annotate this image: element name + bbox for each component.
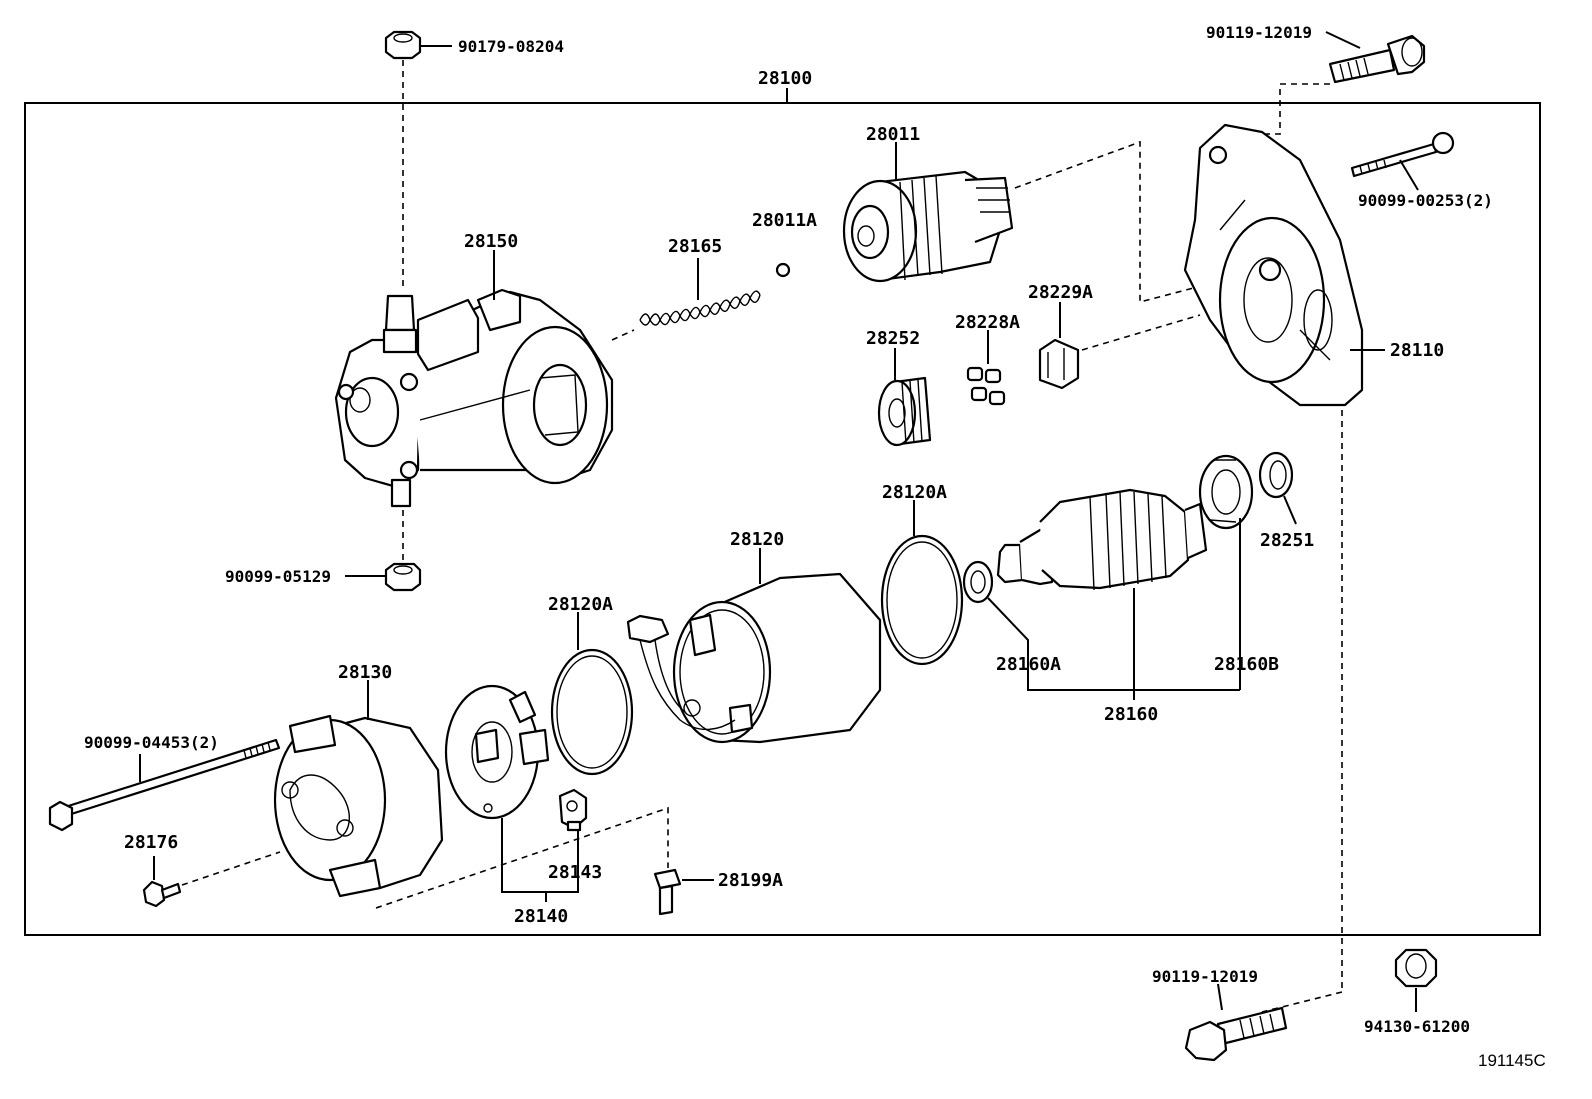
label-28160B: 28160B [1214, 654, 1279, 675]
washer-28251 [1258, 451, 1294, 499]
label-28011A: 28011A [752, 210, 817, 231]
bolt-90119-12019-bottom [1184, 1006, 1288, 1062]
label-90119-12019-top: 90119-12019 [1206, 23, 1312, 42]
clutch-28011 [842, 170, 1014, 283]
armature-28160 [996, 488, 1208, 591]
o-ring-28120A-right [880, 534, 964, 666]
label-28176: 28176 [124, 832, 178, 853]
ball-28011A [775, 262, 791, 278]
yoke-28120 [626, 572, 882, 744]
spring-28165 [639, 290, 761, 326]
label-28228A: 28228A [955, 312, 1020, 333]
label-28199A: 28199A [718, 870, 783, 891]
clip-28143 [558, 788, 588, 832]
diagram-code: 191145C [1478, 1051, 1546, 1070]
brush-holder-28140 [444, 684, 550, 820]
label-94130-61200: 94130-61200 [1364, 1017, 1470, 1036]
nut-90179-08204 [384, 30, 422, 60]
terminal-28199A [653, 868, 682, 916]
label-28110: 28110 [1390, 340, 1444, 361]
o-ring-28120A-left [550, 648, 634, 776]
solenoid-28150 [334, 288, 614, 508]
bearing-28160A [962, 560, 994, 604]
label-28140: 28140 [514, 906, 568, 927]
bearing-28160B [1198, 454, 1254, 530]
label-90119-12019-bottom: 90119-12019 [1152, 967, 1258, 986]
bolt-90099-00253 [1350, 131, 1455, 178]
label-28165: 28165 [668, 236, 722, 257]
gear-28252 [877, 376, 932, 447]
label-28160A: 28160A [996, 654, 1061, 675]
label-28251: 28251 [1260, 530, 1314, 551]
bolt-90119-12019-top [1328, 34, 1426, 84]
label-28100: 28100 [758, 68, 812, 89]
label-28120: 28120 [730, 529, 784, 550]
label-28252: 28252 [866, 328, 920, 349]
retainer-28229A [1038, 338, 1080, 390]
label-28229A: 28229A [1028, 282, 1093, 303]
through-bolt-90099-04453 [48, 738, 281, 832]
label-90099-04453: 90099-04453(2) [84, 733, 219, 752]
label-90179-08204: 90179-08204 [458, 37, 564, 56]
label-28120A-left: 28120A [548, 594, 613, 615]
nut-90099-05129 [384, 562, 422, 592]
screw-28176 [142, 880, 182, 908]
label-28011: 28011 [866, 124, 920, 145]
label-28143: 28143 [548, 862, 602, 883]
drive-housing-28110 [1183, 123, 1364, 407]
assembly-frame [24, 102, 1541, 936]
rollers-28228A [966, 366, 1006, 406]
nut-94130-61200 [1394, 948, 1438, 988]
label-28160: 28160 [1104, 704, 1158, 725]
label-90099-00253: 90099-00253(2) [1358, 191, 1493, 210]
label-28150: 28150 [464, 231, 518, 252]
label-28120A-right: 28120A [882, 482, 947, 503]
label-28130: 28130 [338, 662, 392, 683]
end-frame-28130 [273, 714, 444, 898]
label-90099-05129: 90099-05129 [225, 567, 331, 586]
